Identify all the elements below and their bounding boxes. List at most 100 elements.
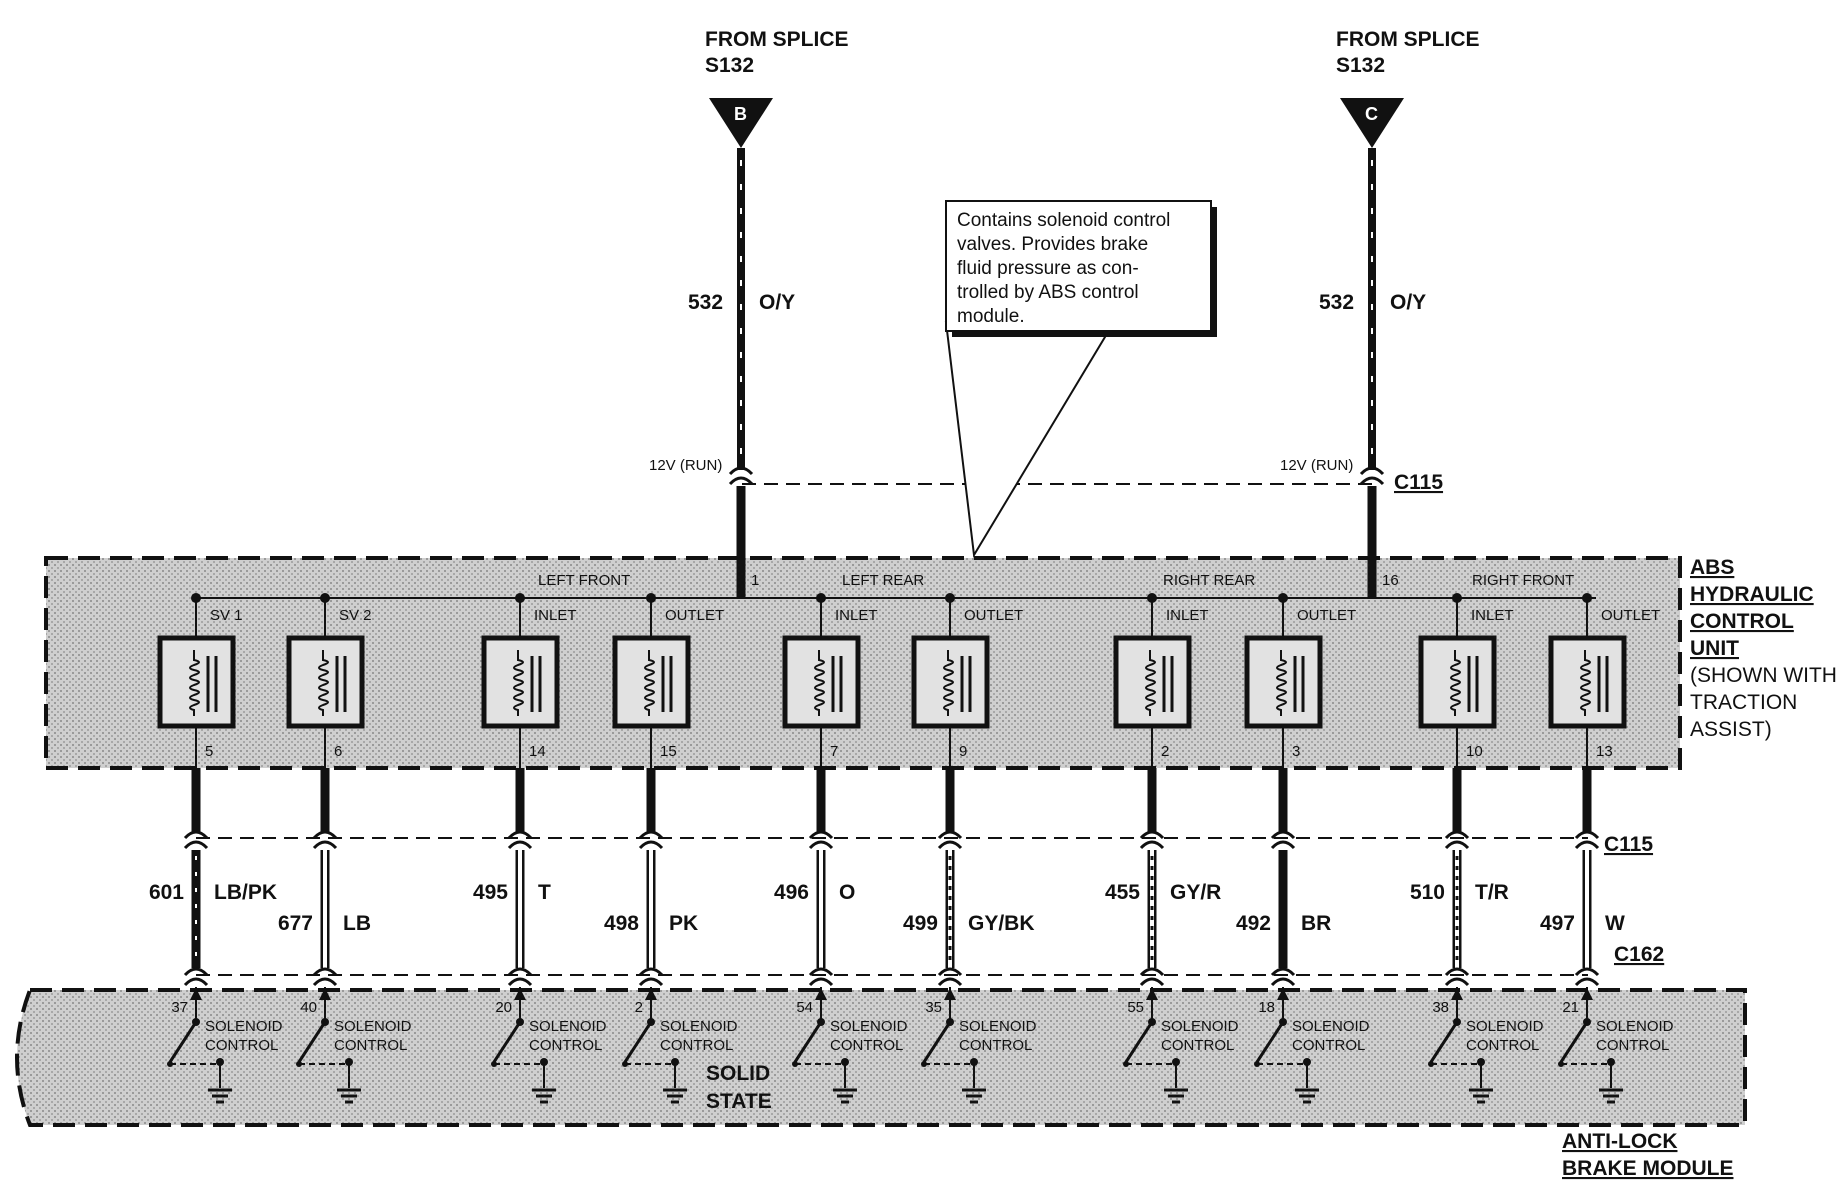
valve-8-switch-label-1: SOLENOID (1466, 1018, 1544, 1035)
group-label-left-front: LEFT FRONT (538, 572, 630, 589)
valve-0-ground-node (216, 1058, 224, 1066)
feed-C-pin: 16 (1382, 572, 1399, 589)
valve-3-ground-node (671, 1058, 679, 1066)
valve-3-color: PK (669, 912, 698, 935)
feed-C-voltage: 12V (RUN) (1280, 457, 1353, 474)
valve-6-c162-bottom (1139, 977, 1165, 987)
valve-3-coil (644, 650, 655, 716)
valve-8-module-pin: 38 (1432, 999, 1449, 1016)
valve-6-ground-node (1172, 1058, 1180, 1066)
valve-1-c115-top (312, 830, 338, 840)
callout-line-4: trolled by ABS control (957, 282, 1139, 303)
valve-6-switch-arrow (1146, 988, 1158, 1000)
valve-2-c115-bottom (507, 840, 533, 850)
valve-5-ground-node (970, 1058, 978, 1066)
valve-2-switch-blade (492, 1021, 522, 1063)
valve-4-c162-top (808, 967, 834, 977)
valve-9-c115-top (1574, 830, 1600, 840)
valve-7-color: BR (1301, 912, 1331, 935)
valve-8-circuit: 510 (1410, 881, 1445, 904)
valve-7-switch-label-2: CONTROL (1292, 1037, 1365, 1054)
feed-B-splice: S132 (705, 54, 754, 77)
valve-4-switch-label-1: SOLENOID (830, 1018, 908, 1035)
group-label-right-rear: RIGHT REAR (1163, 572, 1255, 589)
valve-0-circuit: 601 (149, 881, 184, 904)
valve-0-switch-label-2: CONTROL (205, 1037, 278, 1054)
valve-0-c115-bottom (183, 840, 209, 850)
valve-3-solenoid-box (612, 635, 691, 729)
valve-6-solenoid-box (1113, 635, 1192, 729)
valve-6-switch-blade (1124, 1021, 1154, 1063)
valve-7-ground-node (1303, 1058, 1311, 1066)
hcu-label-line-1: ABS (1690, 556, 1734, 579)
valve-4-color: O (839, 881, 855, 904)
valve-7-switch-arrow (1277, 988, 1289, 1000)
valve-5-circuit: 499 (903, 912, 938, 935)
valve-5-c115-bottom (937, 840, 963, 850)
valve-2-coil (513, 650, 524, 716)
valve-1-solenoid-box (286, 635, 365, 729)
feed-C-connector-top (1359, 466, 1385, 476)
valve-3-switch-arrow (645, 988, 657, 1000)
valve-6-color: GY/R (1170, 881, 1221, 904)
valve-9-ground-node (1607, 1058, 1615, 1066)
valve-2-solenoid-box (481, 635, 560, 729)
valve-4-switch-blade (793, 1021, 823, 1063)
valve-1-switch-arrow (319, 988, 331, 1000)
valve-5-solenoid-box (911, 635, 990, 729)
valve-5-switch-label-1: SOLENOID (959, 1018, 1037, 1035)
valve-1-switch-label-2: CONTROL (334, 1037, 407, 1054)
valve-7-circuit: 492 (1236, 912, 1271, 935)
valve-8-switch-label-2: CONTROL (1466, 1037, 1539, 1054)
module-label-line-1: ANTI-LOCK (1562, 1130, 1677, 1153)
feed-B-pin: 1 (751, 572, 759, 589)
valve-1-coil (318, 650, 329, 716)
valve-3-name: OUTLET (665, 607, 724, 624)
valve-6-circuit: 455 (1105, 881, 1140, 904)
valve-9-color: W (1605, 912, 1625, 935)
hcu-label-line-4: UNIT (1690, 637, 1739, 660)
valve-9-solenoid-box (1548, 635, 1627, 729)
valve-1-switch-label-1: SOLENOID (334, 1018, 412, 1035)
valve-6-switch-label-2: CONTROL (1161, 1037, 1234, 1054)
valve-6-switch-label-1: SOLENOID (1161, 1018, 1239, 1035)
valve-8-switch-blade (1429, 1021, 1459, 1063)
callout-line-3: fluid pressure as con- (957, 258, 1139, 279)
valve-5-c162-bottom (937, 977, 963, 987)
feed-C-triangle (1340, 98, 1404, 148)
feed-B-from: FROM SPLICE (705, 28, 849, 51)
hcu-note-line-3: ASSIST) (1690, 718, 1772, 741)
valve-5-color: GY/BK (968, 912, 1035, 935)
valve-0-coil (189, 650, 200, 716)
valve-7-module-pin: 18 (1258, 999, 1275, 1016)
valve-5-switch-blade (922, 1021, 952, 1063)
valve-4-hcu-pin: 7 (830, 743, 838, 760)
valve-4-c162-bottom (808, 977, 834, 987)
module-box (15, 988, 1747, 1127)
valve-9-c115-bottom (1574, 840, 1600, 850)
valve-1-switch-blade (297, 1021, 327, 1063)
valve-2-name: INLET (534, 607, 577, 624)
hcu-note-line-1: (SHOWN WITH (1690, 664, 1837, 687)
valve-8-c115-bottom (1444, 840, 1470, 850)
valve-4-ground-node (841, 1058, 849, 1066)
valve-9-hcu-pin: 13 (1596, 743, 1613, 760)
feed-C-circuit: 532 (1319, 291, 1354, 314)
valve-8-hcu-pin: 10 (1466, 743, 1483, 760)
valve-1-circuit: 677 (278, 912, 313, 935)
group-label-left-rear: LEFT REAR (842, 572, 924, 589)
valve-9-name: OUTLET (1601, 607, 1660, 624)
valve-2-c162-top (507, 967, 533, 977)
valve-7-c162-top (1270, 967, 1296, 977)
valve-3-circuit: 498 (604, 912, 639, 935)
solid-state-line-2: STATE (706, 1090, 772, 1113)
callout-line-5: module. (957, 306, 1025, 327)
valve-0-switch-blade (168, 1021, 198, 1063)
